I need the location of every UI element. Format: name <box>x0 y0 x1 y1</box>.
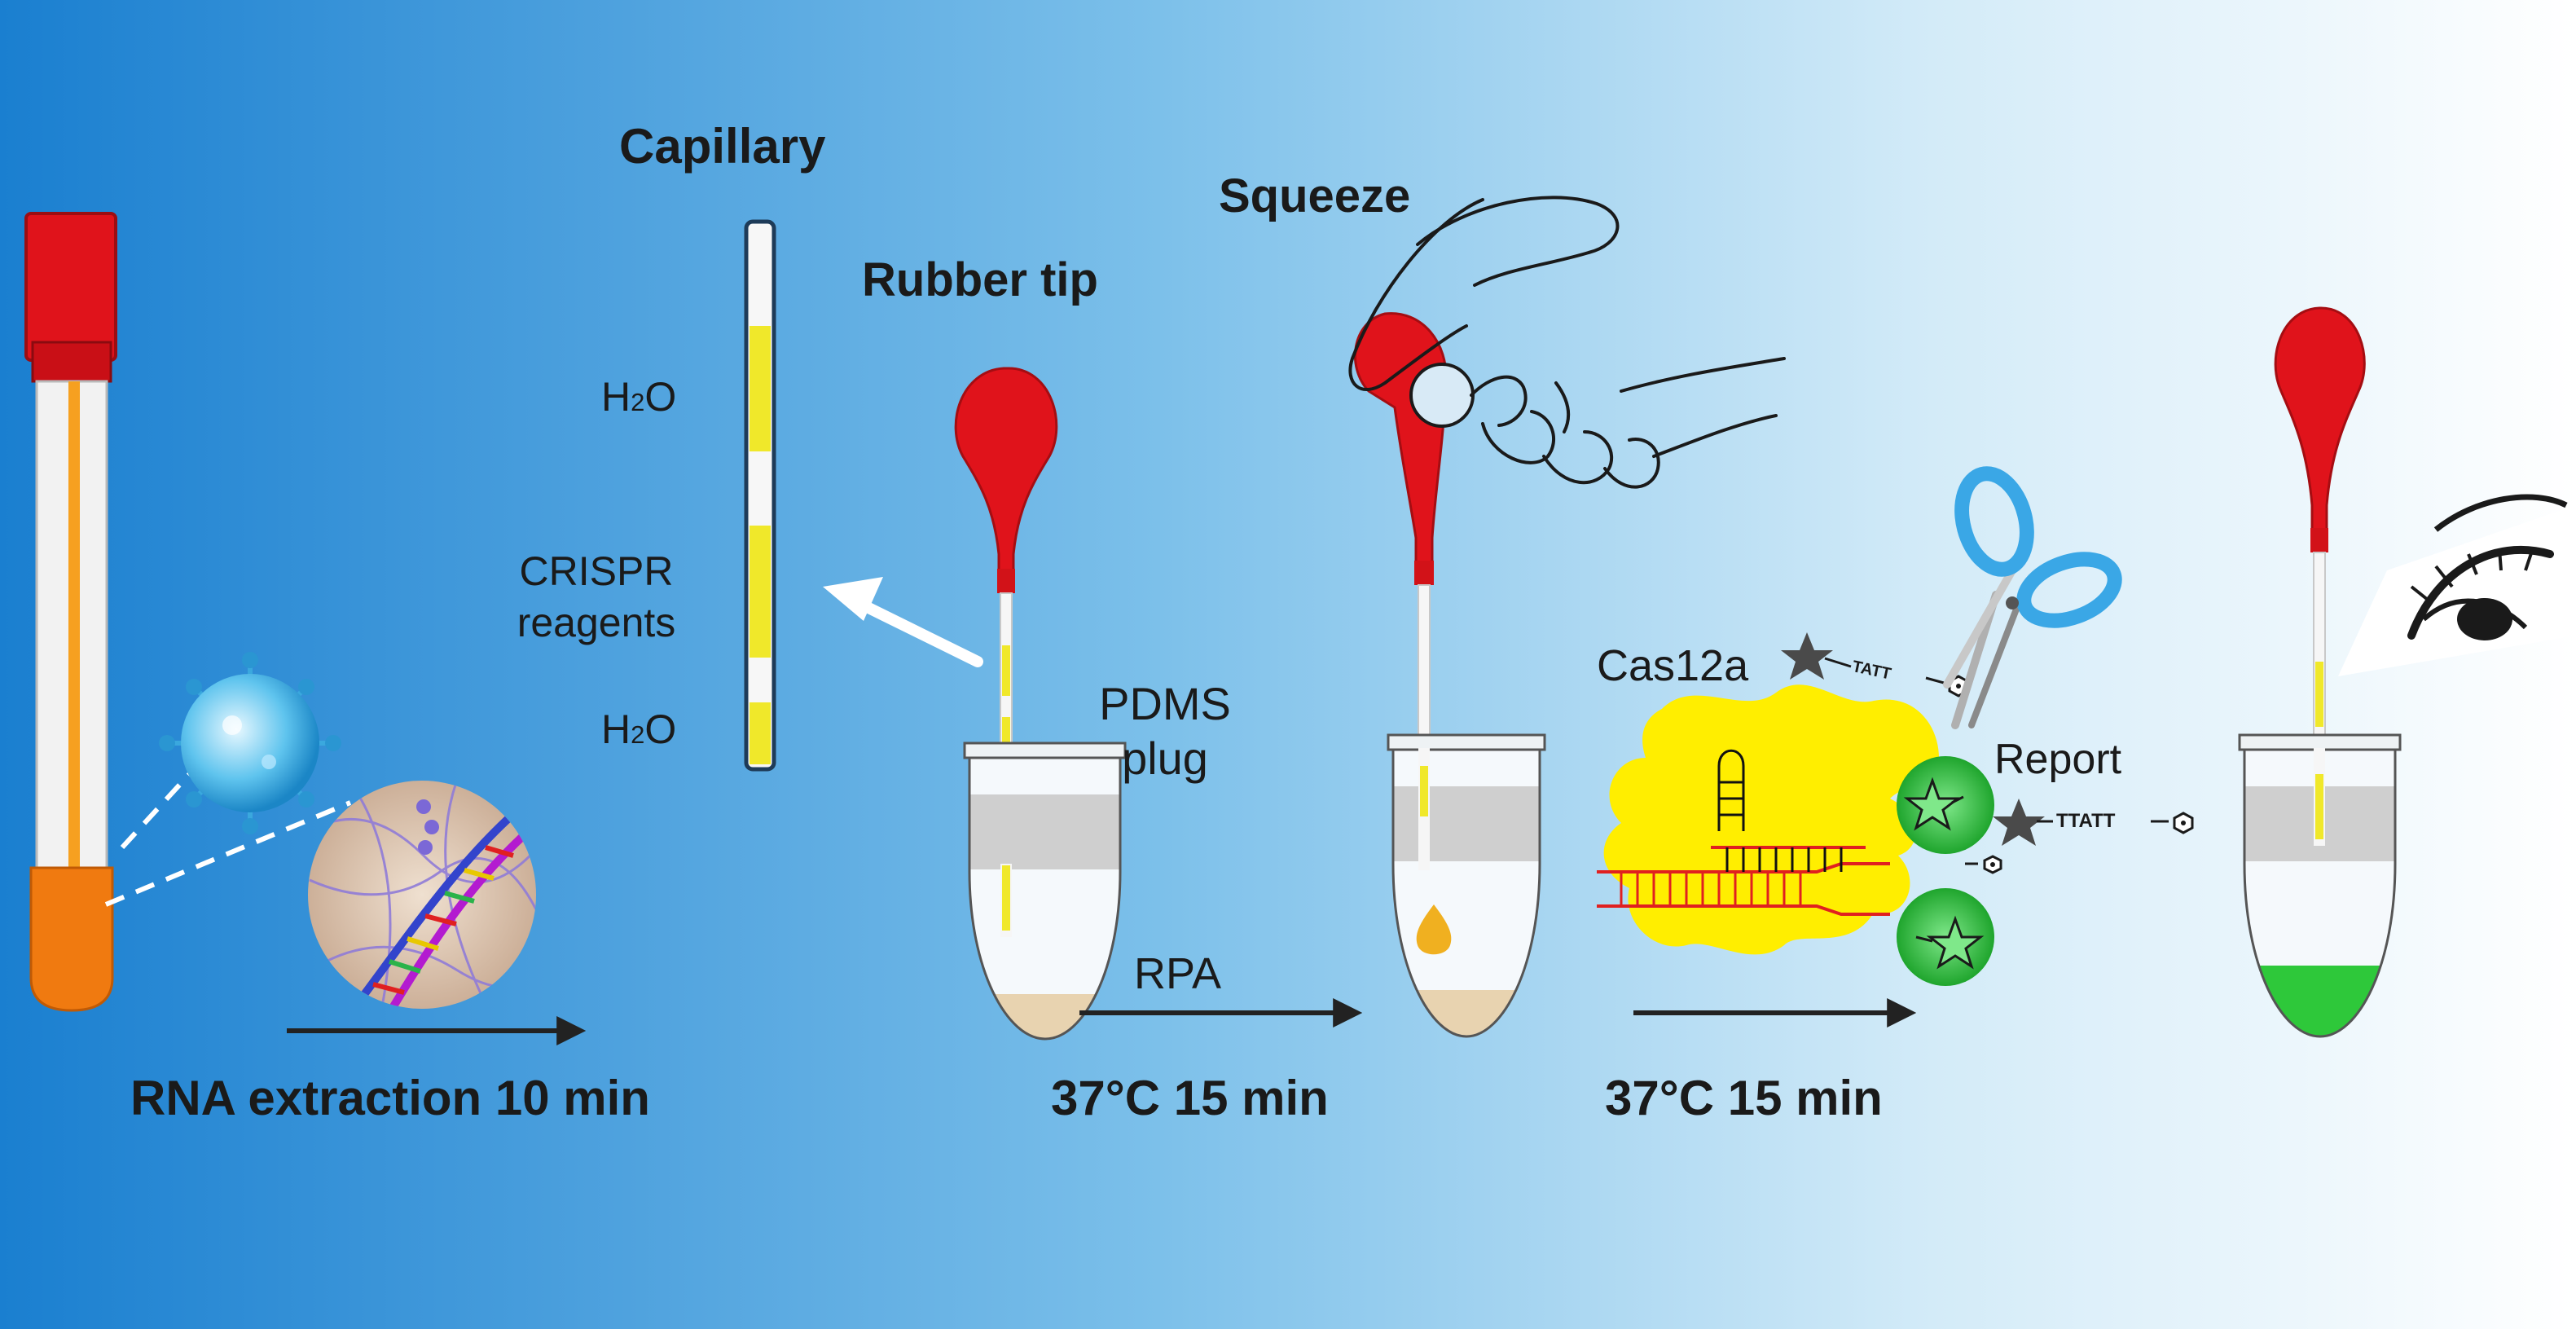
reaction-tube-3 <box>2238 733 2402 1038</box>
scissors-icon <box>1943 466 2122 729</box>
capillary <box>744 219 776 772</box>
squeeze-label: Squeeze <box>1219 169 1411 222</box>
pointer-arrow <box>823 577 983 667</box>
report-label: Report <box>1994 736 2122 783</box>
reporter-molecule-right <box>1993 799 2194 846</box>
sample-tube <box>24 212 117 1012</box>
zoom-line-lower <box>104 800 352 907</box>
capillary-label: Capillary <box>619 119 826 174</box>
h2o-top-label: H2O <box>601 374 677 420</box>
hand-icon <box>1348 196 1786 489</box>
cas12a-complex <box>1597 684 1941 955</box>
fluorophore-icon <box>1897 756 1994 986</box>
cas12a-label: Cas12a <box>1597 641 1749 690</box>
eye-icon <box>2338 494 2576 676</box>
quencher-icon <box>1965 855 2002 874</box>
reporter-molecule-top <box>1781 632 1969 698</box>
h2o-bottom-label: H2O <box>601 706 677 752</box>
pdms-plug-label: PDMS plug <box>1099 678 1231 785</box>
dna-icon <box>308 781 536 1009</box>
crispr-reagents-label: CRISPR reagents <box>517 548 676 645</box>
step-3-label: 37°C 15 min <box>1605 1071 1883 1125</box>
rpa-label: RPA <box>1134 949 1222 998</box>
step-2-label: 37°C 15 min <box>1051 1071 1329 1125</box>
dropper-final <box>2274 306 2366 806</box>
virus-icon <box>159 652 341 834</box>
amplicon-drop <box>1416 904 1452 955</box>
rubber-tip-label: Rubber tip <box>862 253 1098 306</box>
reporter-sequence-right: TTATT <box>2056 810 2116 832</box>
step-1-label: RNA extraction 10 min <box>130 1071 650 1125</box>
